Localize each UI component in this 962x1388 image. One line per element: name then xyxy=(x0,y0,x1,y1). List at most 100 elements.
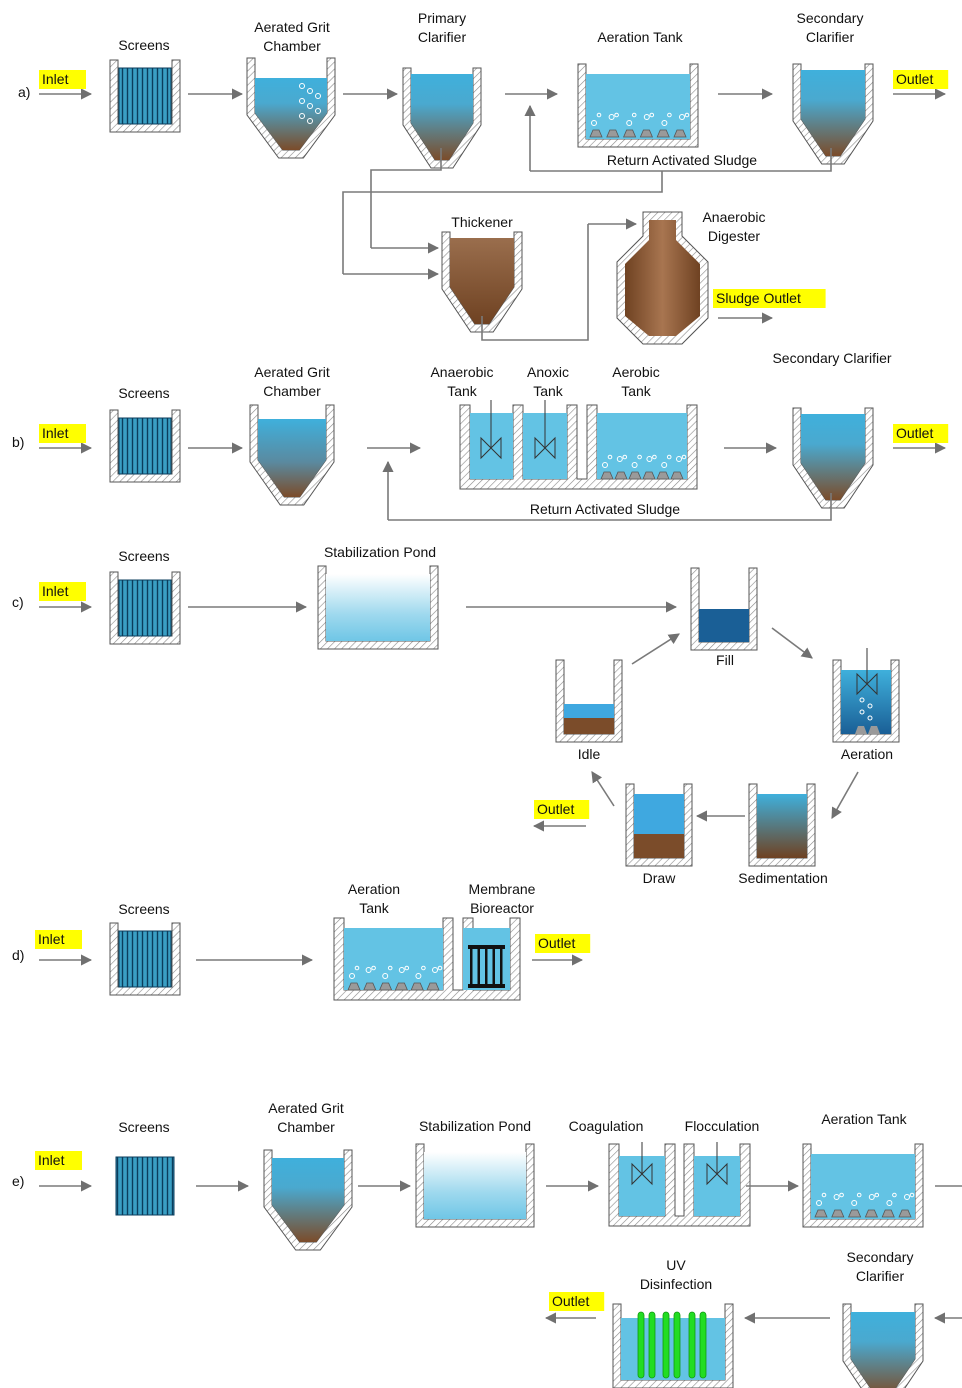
row-a-anaerobic-digester xyxy=(616,211,709,345)
flow-arrow xyxy=(591,771,615,807)
row-a-screens xyxy=(109,59,181,133)
flow-line xyxy=(342,171,663,274)
row-d-aeration-label-line2: Tank xyxy=(359,900,390,916)
row-e-secondary-clarifier xyxy=(842,1303,924,1388)
row-e-screens xyxy=(115,1156,175,1216)
row-e-tag: e) xyxy=(12,1173,24,1189)
row-c-fill-tank xyxy=(690,567,758,651)
row-e-grit-label-line2: Chamber xyxy=(277,1119,335,1135)
row-a-primary-label-line1: Primary xyxy=(418,10,466,26)
row-b-bnr-tanks xyxy=(459,400,698,490)
row-b-inlet: Inlet xyxy=(42,425,69,441)
row-b-tag: b) xyxy=(12,434,24,450)
row-d-inlet: Inlet xyxy=(38,931,65,947)
row-b-anoxic-label-line2: Tank xyxy=(533,383,564,399)
row-a-digester-label-line1: Anaerobic xyxy=(702,209,765,225)
row-e-uv-label-line2: Disinfection xyxy=(640,1276,712,1292)
row-c-draw-tank xyxy=(625,783,693,867)
row-a-thickener-label: Thickener xyxy=(451,214,513,230)
row-c-aeration-label: Aeration xyxy=(841,746,893,762)
row-a-outlet-highlight xyxy=(893,70,949,89)
row-e-stabilization-pond xyxy=(415,1143,535,1228)
row-c-screens xyxy=(109,571,181,645)
row-d-aeration-label-line1: Aeration xyxy=(348,881,400,897)
flow-arrow xyxy=(831,771,859,819)
row-e-coagulation-label: Coagulation xyxy=(569,1118,644,1134)
row-e-grit-chamber xyxy=(263,1149,353,1251)
row-a-grit-chamber xyxy=(246,57,336,159)
row-b-grit-label-line2: Chamber xyxy=(263,383,321,399)
row-b-anaerobic-label-line2: Tank xyxy=(447,383,478,399)
row-c-aeration-tank xyxy=(832,648,900,743)
row-e-coag-floc-tanks xyxy=(608,1142,751,1227)
row-c-idle-label: Idle xyxy=(578,746,601,762)
row-b-outlet-highlight xyxy=(893,424,949,443)
flow-arrow xyxy=(631,633,680,665)
row-c-sedimentation-tank xyxy=(748,783,816,867)
row-d-membrane-label-line1: Membrane xyxy=(469,881,536,897)
row-c-tag: c) xyxy=(12,594,24,610)
row-c-inlet-highlight xyxy=(39,582,86,601)
row-c-outlet: Outlet xyxy=(537,801,574,817)
row-d-screens xyxy=(109,922,181,996)
row-e-aeration-tank xyxy=(802,1143,924,1228)
row-a-outlet: Outlet xyxy=(896,71,933,87)
row-a-tag: a) xyxy=(18,84,30,100)
row-d-screens-label: Screens xyxy=(118,901,169,917)
row-e-uv-disinfection xyxy=(612,1303,734,1388)
row-e-aeration-label: Aeration Tank xyxy=(821,1111,907,1127)
row-b-ras-line xyxy=(388,493,832,521)
row-b-anaerobic-label-line1: Anaerobic xyxy=(430,364,493,380)
row-a-thickener xyxy=(441,231,523,333)
row-b-inlet-highlight xyxy=(39,424,86,443)
flow-line xyxy=(370,148,442,248)
row-a-ras-label: Return Activated Sludge xyxy=(607,152,757,168)
row-b-screens xyxy=(109,409,181,483)
row-b-grit-chamber xyxy=(249,404,335,506)
row-a-digester-label-line2: Digester xyxy=(708,228,760,244)
row-d-outlet: Outlet xyxy=(538,935,575,951)
row-b-aerobic-label-line2: Tank xyxy=(621,383,652,399)
row-c-stabilization-pond xyxy=(317,565,439,650)
row-a-aeration-label: Aeration Tank xyxy=(597,29,683,45)
row-d-membrane-label-line2: Bioreactor xyxy=(470,900,534,916)
row-a-inlet: Inlet xyxy=(42,71,69,87)
row-e-uv-label-line1: UV xyxy=(666,1257,686,1273)
row-c-pond-label: Stabilization Pond xyxy=(324,544,436,560)
row-b-secondary-label: Secondary Clarifier xyxy=(772,350,891,366)
row-b-anoxic-label-line1: Anoxic xyxy=(527,364,569,380)
row-a-grit-label-line2: Chamber xyxy=(263,38,321,54)
row-e-grit-label-line1: Aerated Grit xyxy=(268,1100,344,1116)
row-a-secondary-clarifier xyxy=(792,63,874,165)
row-a-secondary-label-line2: Clarifier xyxy=(806,29,855,45)
row-b-ras-label: Return Activated Sludge xyxy=(530,501,680,517)
row-a-ras-line xyxy=(530,148,832,172)
row-c-fill-label: Fill xyxy=(716,652,734,668)
row-a-inlet-highlight xyxy=(39,70,86,89)
row-e-inlet: Inlet xyxy=(38,1152,65,1168)
row-b-outlet: Outlet xyxy=(896,425,933,441)
row-a-primary-clarifier xyxy=(402,67,482,169)
row-e-secondary-label-line2: Clarifier xyxy=(856,1268,905,1284)
row-a-sludge-outlet: Sludge Outlet xyxy=(716,290,801,306)
flow-arrow xyxy=(771,627,813,659)
row-e-pond-label: Stabilization Pond xyxy=(419,1118,531,1134)
row-a-screens-label: Screens xyxy=(118,37,169,53)
row-d-outlet-highlight xyxy=(535,934,591,953)
row-e-secondary-label-line1: Secondary xyxy=(847,1249,914,1265)
row-a-primary-label-line2: Clarifier xyxy=(418,29,467,45)
flow-line xyxy=(481,224,589,341)
row-e-outlet-highlight xyxy=(549,1292,605,1311)
row-d-aeration-mbr xyxy=(333,917,521,1001)
row-e-inlet-highlight xyxy=(35,1151,82,1170)
row-c-outlet-highlight xyxy=(534,800,590,819)
row-b-screens-label: Screens xyxy=(118,385,169,401)
row-c-draw-label: Draw xyxy=(643,870,677,886)
row-d-inlet-highlight xyxy=(35,930,82,949)
row-b-secondary-clarifier xyxy=(792,407,874,509)
row-e-screens-label: Screens xyxy=(118,1119,169,1135)
row-a-secondary-label-line1: Secondary xyxy=(797,10,864,26)
row-d-tag: d) xyxy=(12,947,24,963)
row-a-grit-label-line1: Aerated Grit xyxy=(254,19,330,35)
